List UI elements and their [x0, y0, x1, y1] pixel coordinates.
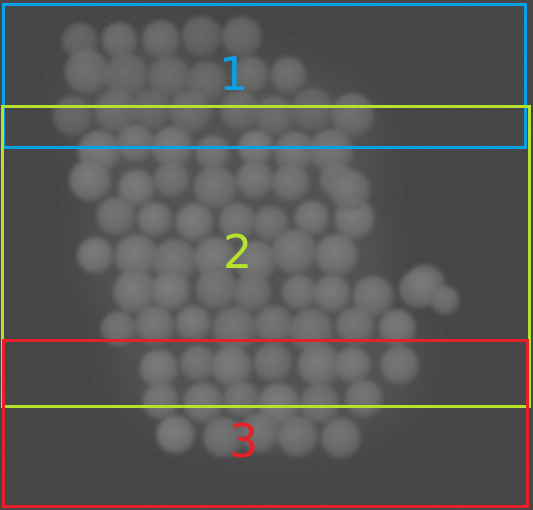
region-3-box	[2, 339, 529, 508]
region-2-label: 2	[223, 225, 253, 279]
region-3-label: 3	[229, 414, 259, 468]
region-1-box	[2, 3, 527, 149]
region-1-label: 1	[219, 47, 249, 101]
region-2-box	[1, 105, 531, 408]
